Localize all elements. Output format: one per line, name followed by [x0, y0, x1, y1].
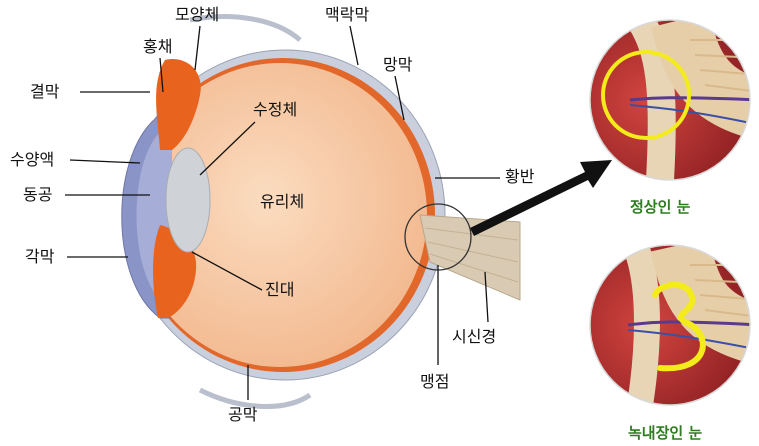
label-optic-nerve: 시신경	[452, 327, 496, 346]
lens	[166, 148, 210, 252]
label-sclera: 공막	[228, 405, 258, 424]
label-iris: 홍채	[143, 37, 172, 56]
caption-glaucoma-eye: 녹내장인 눈	[628, 424, 702, 442]
label-blind-spot: 맹점	[420, 372, 449, 391]
label-pupil: 동공	[23, 185, 52, 204]
label-aqueous-humor: 수양액	[10, 150, 54, 169]
label-zonule: 진대	[265, 280, 294, 299]
caption-normal-eye: 정상인 눈	[630, 198, 691, 216]
label-vitreous: 유리체	[260, 192, 304, 211]
label-ciliary-body: 모양체	[175, 5, 219, 24]
eyeball	[122, 17, 520, 407]
label-lens: 수정체	[253, 100, 297, 119]
label-conjunctiva: 결막	[30, 82, 60, 101]
inset-glaucoma: 녹내장인 눈	[590, 245, 759, 442]
label-macula: 황반	[505, 167, 535, 186]
pointer-arrow	[470, 160, 612, 236]
label-cornea: 각막	[25, 247, 55, 266]
inset-normal: 정상인 눈	[590, 20, 759, 216]
label-choroid: 맥락막	[325, 5, 369, 24]
label-retina: 망막	[383, 55, 413, 74]
